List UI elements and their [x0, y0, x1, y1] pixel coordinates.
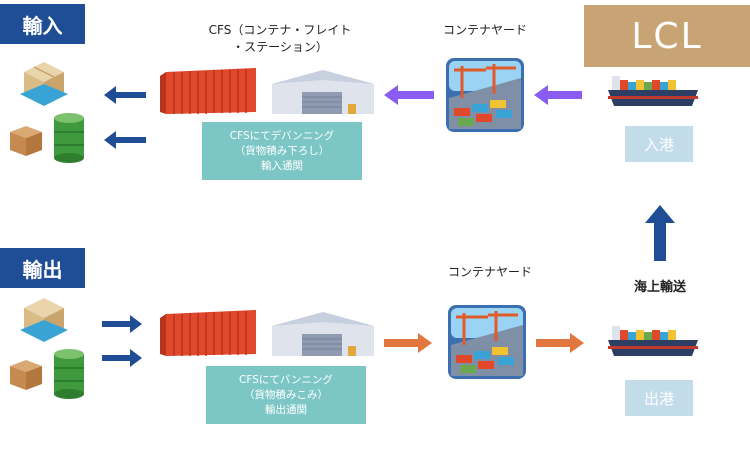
ocean-transport-label: 海上輸送 [633, 280, 686, 295]
container-yard-title: コンテナヤード [442, 23, 527, 37]
drum-icon [52, 112, 86, 164]
container-yard-icon [448, 305, 526, 379]
container-yard-icon [446, 58, 524, 132]
cargo-ship-icon [608, 326, 700, 358]
left-arrow-icon [534, 84, 582, 106]
cardboard-box-icon [6, 356, 46, 392]
container-yard-title: コンテナヤード [447, 265, 532, 279]
drum-icon [52, 348, 86, 400]
up-arrow-icon [645, 205, 675, 261]
import-tag: 輸入 [0, 4, 85, 44]
right-arrow-icon [102, 314, 142, 334]
right-arrow-icon [102, 348, 142, 368]
lcl-label: LCL [584, 5, 750, 67]
left-arrow-icon [104, 85, 146, 105]
warehouse-icon [268, 66, 378, 116]
departure-port-label: 出港 [625, 380, 693, 416]
cargo-pallet-icon [18, 292, 70, 344]
cfs-devanning-box: CFSにてデバンニング （貨物積み下ろし） 輸入通関 [202, 122, 362, 180]
left-arrow-icon [384, 84, 434, 106]
warehouse-icon [268, 308, 378, 358]
left-arrow-icon [104, 130, 146, 150]
cardboard-box-icon [6, 122, 46, 158]
shipping-container-icon [160, 68, 258, 116]
export-tag: 輸出 [0, 248, 85, 288]
arrival-port-label: 入港 [625, 126, 693, 162]
cargo-ship-icon [608, 76, 700, 108]
right-arrow-icon [536, 332, 584, 354]
right-arrow-icon [384, 332, 432, 354]
cfs-title: CFS（コンテナ・フレイト ・ステーション） [208, 23, 352, 54]
cfs-vanning-box: CFSにてバンニング （貨物積みこみ） 輸出通関 [206, 366, 366, 424]
shipping-container-icon [160, 310, 258, 358]
cargo-pallet-icon [18, 56, 70, 108]
